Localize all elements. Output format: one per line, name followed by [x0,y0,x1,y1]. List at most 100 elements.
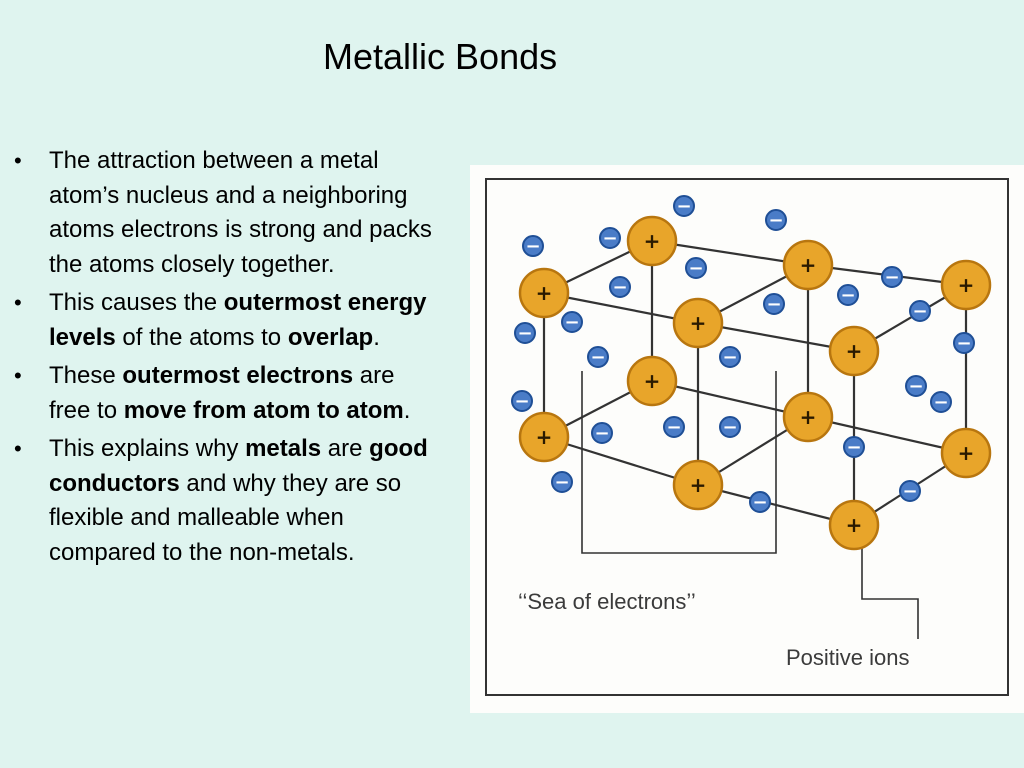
electron [837,284,859,306]
electron [899,480,921,502]
bullet-segment: and why they are so flexible and malleab… [49,469,402,566]
electron [511,390,533,412]
bullet-dot: • [14,290,22,315]
positive-ions-label: Positive ions [786,645,910,670]
bullet-item: • This causes the outermost energy levels… [14,286,434,355]
bullet-segment: good conductors [49,435,428,497]
electron-sign: − [908,376,923,397]
electron [881,266,903,288]
slide-title: Metallic Bonds [323,36,558,77]
ion-sign: + [846,513,863,537]
positive-ion [672,297,724,349]
bullet-segment: These [49,362,123,389]
electron-sign: − [766,294,781,315]
electron [609,276,631,298]
bullet-item: • The attraction between a metal atom’s n… [14,144,434,282]
bullet-segment: of the atoms to [115,323,288,351]
ion-sign: + [846,339,863,363]
bullet-segment: This explains why [49,435,246,462]
electron [953,332,975,354]
bullet-segment: The attraction between a metal atom’s nu… [49,147,432,278]
electron [599,227,621,249]
electron-sign: − [768,210,783,231]
lattice-svg: −−−−−−−−−−−−−−−−−−−−−−−−−++++++++++++ [485,178,1009,696]
electron-sign: − [933,392,948,413]
positive-ion [782,239,834,291]
electron-sign: − [902,481,917,502]
positive-ion [940,427,992,479]
bullet-segment: overlap [287,323,374,351]
electron [930,391,952,413]
electron-sign: − [688,258,703,279]
bond-line [651,379,809,419]
ion-sign: + [644,369,661,393]
bullet-segment: . [373,323,380,351]
bullet-segment: are [321,435,370,462]
bullet-dot: • [14,436,22,461]
electron-sign: − [752,492,767,513]
bullet-list: • The attraction between a metal atom’s n… [14,144,434,574]
electron-sign: − [612,277,627,298]
bullet-item: • This explains why metals are good condu… [14,432,434,570]
electron-sign: − [594,423,609,444]
electron [765,209,787,231]
ions-label-leader [861,525,919,639]
bullet-text: This explains why metals are good conduc… [49,435,428,566]
positive-ion [626,355,678,407]
metallic-bond-diagram: −−−−−−−−−−−−−−−−−−−−−−−−−++++++++++++ ‘‘… [470,165,1024,713]
electron [591,422,613,444]
bullet-segment: metals [245,435,322,462]
electron-sign: − [840,285,855,306]
electron-sign: − [722,417,737,438]
positive-ion [782,391,834,443]
electron [719,346,741,368]
electron-sign: − [602,228,617,249]
electron-sign: − [884,267,899,288]
positive-ion [518,267,570,319]
electron-sign: − [666,417,681,438]
diagram-frame [485,178,1009,696]
ion-sign: + [536,281,553,305]
bullet-segment: . [403,396,411,424]
positive-ion [518,411,570,463]
bullet-dot: • [14,148,22,173]
electron [905,375,927,397]
electron [719,416,741,438]
electron-sign: − [564,312,579,333]
positive-ion [940,259,992,311]
electron [514,322,536,344]
electron [909,300,931,322]
electron-sign: − [554,472,569,493]
electron [663,416,685,438]
bullet-segment: outermost energy levels [49,289,427,351]
electron [763,293,785,315]
bullet-segment: move from atom to atom [123,396,404,424]
positive-ion [828,325,880,377]
sea-label-bracket [581,371,777,554]
electron [685,257,707,279]
ion-sign: + [958,441,975,465]
electron [749,491,771,513]
bond-line [807,415,967,455]
ion-sign: + [800,405,817,429]
positive-ion [672,459,724,511]
bond-line [543,435,699,487]
electron-sign: − [956,333,971,354]
electron [843,436,865,458]
ion-sign: + [690,311,707,335]
bullet-item: •These outermost electrons are free to m… [14,359,434,428]
positive-ion [626,215,678,267]
electron [551,471,573,493]
ion-sign: + [644,229,661,253]
ion-sign: + [800,253,817,277]
electron-sign: − [676,196,691,217]
electron [561,311,583,333]
bullet-segment: This causes the [49,289,224,316]
electron-sign: − [514,391,529,412]
electron [673,195,695,217]
ion-sign: + [690,473,707,497]
electron [587,346,609,368]
bond-line [543,291,699,325]
bullet-text: This causes the outermost energy levels … [49,289,426,351]
bond-line [697,321,855,353]
